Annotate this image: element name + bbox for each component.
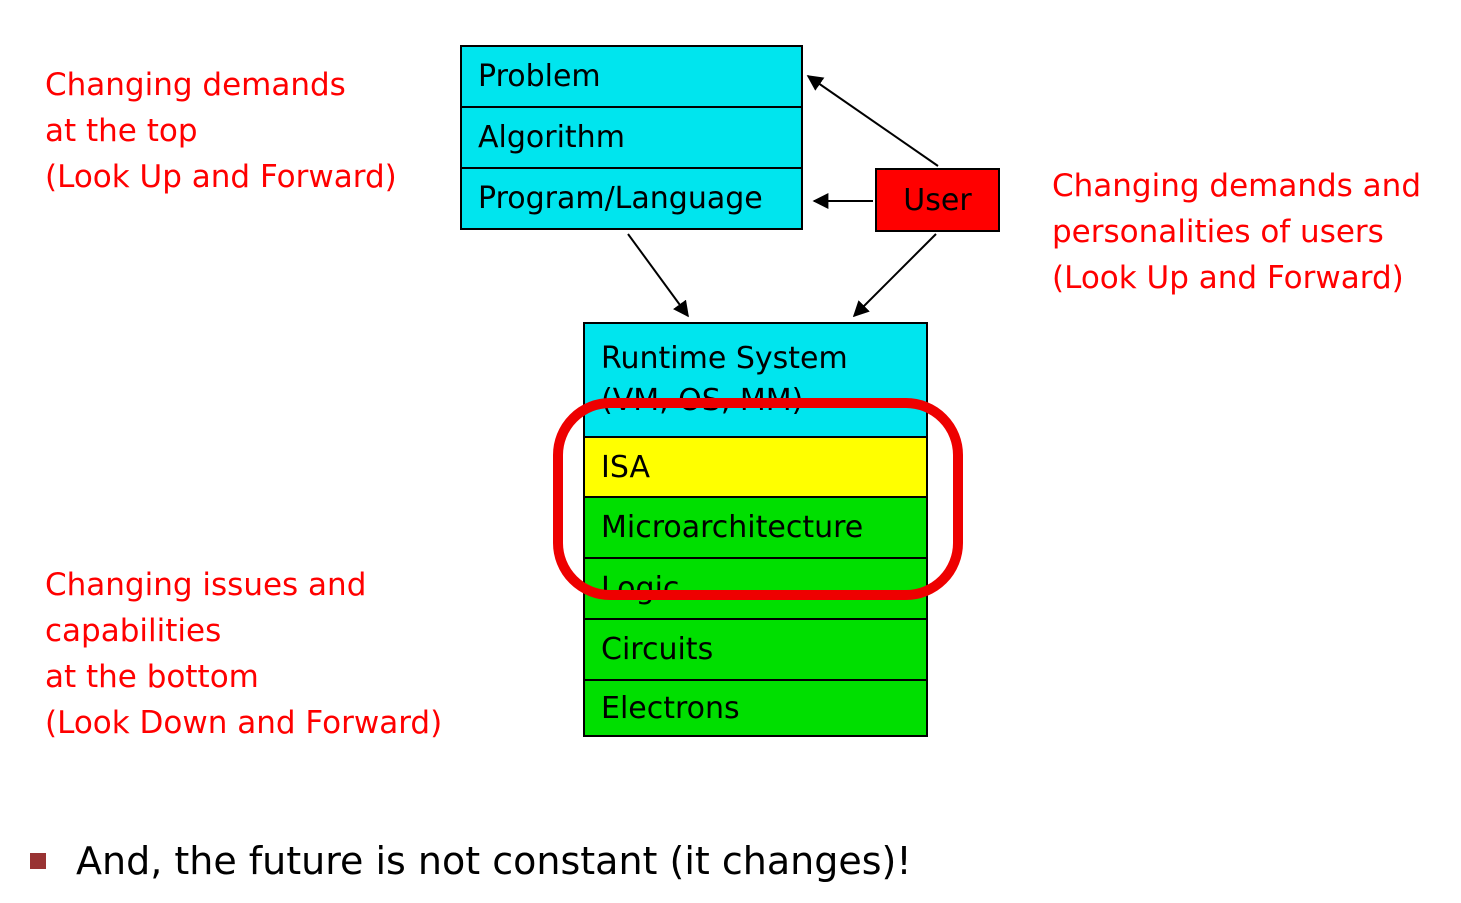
arrow-program-language-to-runtime <box>627 233 689 318</box>
annotation-bottom-left: Changing issues and capabilities at the … <box>45 567 443 741</box>
arrow-user-to-runtime <box>852 233 937 318</box>
algorithm-box: Algorithm <box>460 106 803 169</box>
electrons-box: Electrons <box>583 679 928 737</box>
user-box: User <box>875 168 1000 232</box>
bullet-text: And, the future is not constant (it chan… <box>76 839 912 883</box>
annotation-top-left: Changing demands at the top (Look Up and… <box>45 67 397 195</box>
program-language-box: Program/Language <box>460 167 803 230</box>
lower-stack: Runtime System (VM, OS, MM) ISA Microarc… <box>583 322 928 737</box>
bullet-square-icon <box>30 853 46 869</box>
annotation-right: Changing demands and personalities of us… <box>1052 168 1422 296</box>
bullet-line: And, the future is not constant (it chan… <box>30 836 912 886</box>
isa-box: ISA <box>583 436 928 498</box>
top-stack: Problem Algorithm Program/Language <box>460 45 803 230</box>
circuits-box: Circuits <box>583 618 928 681</box>
runtime-system-box: Runtime System (VM, OS, MM) <box>583 322 928 438</box>
microarchitecture-box: Microarchitecture <box>583 496 928 559</box>
problem-box: Problem <box>460 45 803 108</box>
arrow-user-to-problem <box>806 75 939 167</box>
logic-box: Logic <box>583 557 928 620</box>
